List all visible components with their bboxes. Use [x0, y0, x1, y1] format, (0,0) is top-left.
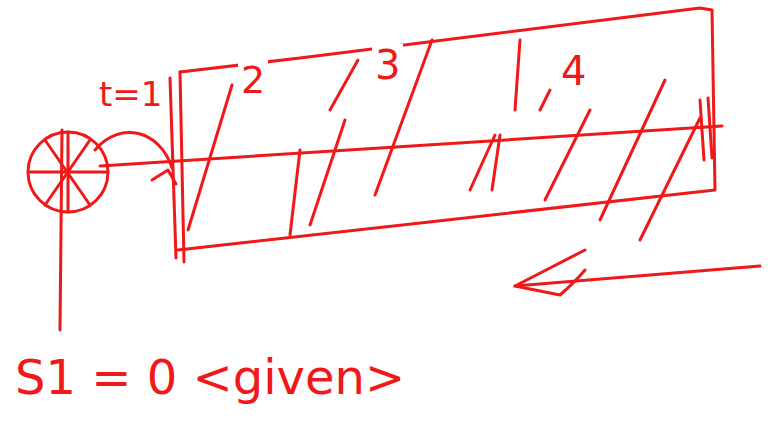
segment-number: 4 [558, 50, 589, 92]
segment-number: 3 [372, 44, 403, 86]
time-label: t=1 [96, 76, 165, 112]
boundary-note: S1 = 0 <given> [12, 352, 408, 402]
segment-number: 2 [238, 60, 268, 100]
